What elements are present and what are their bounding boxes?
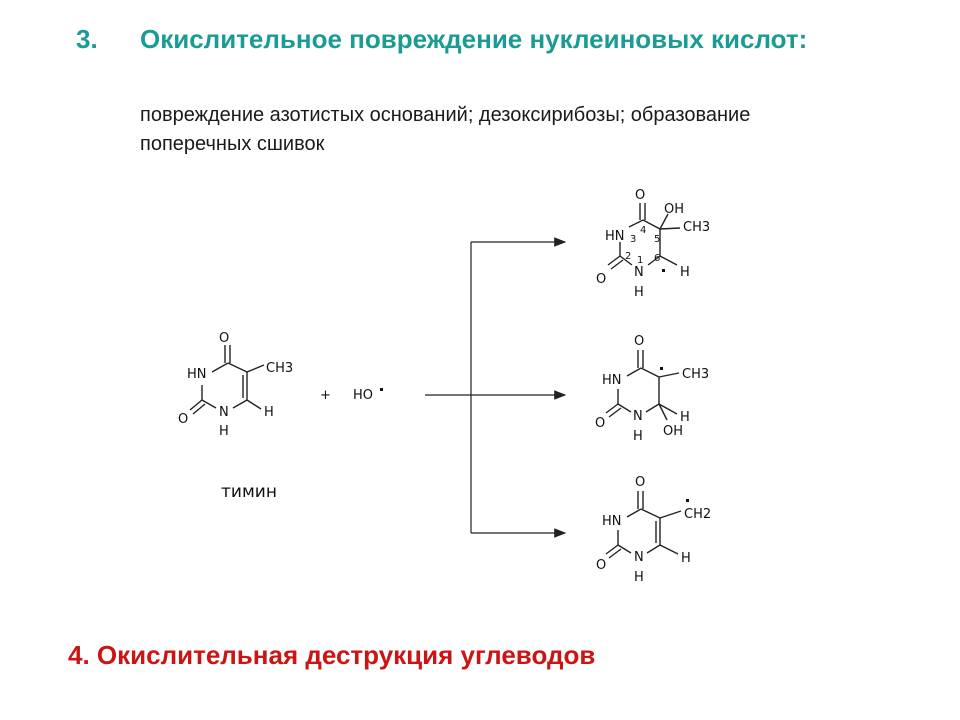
p1-radical-dot — [662, 269, 665, 272]
p2-radical-dot — [660, 367, 663, 370]
p2-o-left: O — [595, 416, 605, 431]
p3-o-left: O — [596, 558, 606, 573]
p1-ring-number-3: 3 — [630, 234, 636, 245]
p1-hn: HN — [605, 229, 625, 244]
p2-h-n: H — [633, 429, 643, 444]
p2-h-c6: H — [680, 410, 690, 425]
hydroxyl-radical: HO — [353, 388, 373, 403]
p3-n: N — [634, 550, 644, 565]
product-1-structure: O OH CH3 HN O N H H 1 2 3 4 5 6 — [596, 188, 710, 300]
reaction-arrows — [425, 237, 567, 538]
p2-oh: OH — [663, 424, 683, 439]
section-3-number: 3. — [76, 24, 98, 54]
p3-o-top: O — [635, 475, 645, 490]
p1-ch3: CH3 — [683, 220, 710, 235]
p1-ring-number-6: 6 — [654, 253, 660, 264]
p2-ch3: CH3 — [682, 367, 709, 382]
p3-radical-dot — [686, 499, 689, 502]
p2-hn: HN — [602, 373, 622, 388]
p3-h-c6: H — [681, 551, 691, 566]
product-2-structure: O HN CH3 O N H H OH — [595, 334, 709, 444]
p1-o-top: O — [635, 188, 645, 203]
p2-n: N — [633, 409, 643, 424]
p1-n: N — [634, 265, 644, 280]
p1-h-n: H — [634, 285, 644, 300]
p1-ring-number-1: 1 — [637, 255, 643, 266]
thymine-structure: O HN CH3 O N H H — [178, 331, 293, 439]
thymine-ch3: CH3 — [266, 361, 293, 376]
thymine-name: тимин — [221, 482, 277, 502]
thymine-h-n: H — [219, 424, 229, 439]
p1-o-left: O — [596, 272, 606, 287]
section-3-description: повреждение азотистых оснований; дезокси… — [140, 104, 751, 155]
thymine-hn: HN — [187, 367, 207, 382]
p3-hn: HN — [602, 514, 622, 529]
p1-ring-number-5: 5 — [654, 234, 660, 245]
radical-dot — [380, 388, 383, 391]
p1-ring-number-2: 2 — [625, 251, 631, 262]
thymine-h-c6: H — [264, 405, 274, 420]
thymine-n: N — [219, 405, 229, 420]
plus-sign: + — [320, 388, 331, 403]
thymine-o-top: O — [219, 331, 229, 346]
section-3-title: Окислительное повреждение нуклеиновых ки… — [140, 24, 808, 54]
product-3-structure: O HN CH2 O N H H — [596, 475, 711, 585]
p3-ch2: CH2 — [684, 507, 711, 522]
p1-oh: OH — [664, 202, 684, 217]
thymine-o-left: O — [178, 412, 188, 427]
p1-h-c6: H — [680, 265, 690, 280]
p3-h-n: H — [634, 570, 644, 585]
section-4-title: 4. Окислительная деструкция углеводов — [68, 640, 596, 670]
p2-o-top: O — [634, 334, 644, 349]
p1-ring-number-4: 4 — [640, 225, 646, 236]
